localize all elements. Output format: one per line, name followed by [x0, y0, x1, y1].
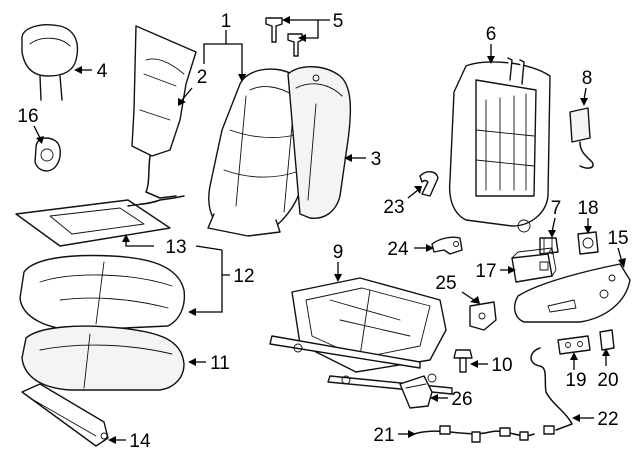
wire-harness-22 — [530, 347, 573, 435]
clip-parts — [265, 17, 303, 57]
callout-14: 14 — [129, 431, 151, 452]
callout-16: 16 — [17, 106, 38, 127]
callout-4: 4 — [97, 61, 108, 82]
round-cover-part — [34, 137, 61, 172]
small-switch-part — [599, 329, 615, 351]
callout-12: 12 — [233, 266, 254, 287]
leader-lines — [33, 16, 626, 444]
cushion-pad-part — [21, 325, 185, 391]
seatback-cover-part — [207, 68, 312, 237]
seatback-pad-part — [131, 25, 197, 199]
callout-13: 13 — [165, 237, 186, 258]
callout-23: 23 — [383, 197, 404, 218]
callout-20: 20 — [597, 370, 618, 391]
hook-bracket-part — [419, 171, 439, 197]
callout-7: 7 — [551, 198, 562, 219]
knob-part — [539, 237, 559, 255]
callout-21: 21 — [373, 425, 394, 446]
callout-10: 10 — [491, 355, 512, 376]
side-trim-part — [21, 383, 109, 447]
callout-11: 11 — [210, 353, 230, 374]
callout-6: 6 — [486, 24, 497, 45]
callout-24: 24 — [387, 239, 409, 260]
callout-8: 8 — [582, 68, 593, 89]
control-module-part — [511, 247, 557, 283]
callout-9: 9 — [333, 242, 344, 263]
bolt-part — [453, 349, 473, 373]
heater-sheet-part — [15, 195, 185, 247]
wire-harness-21 — [413, 425, 535, 443]
callout-5: 5 — [333, 11, 344, 32]
small-bracket-part — [469, 301, 497, 331]
seatback-board-part — [287, 66, 352, 219]
callout-3: 3 — [371, 149, 382, 170]
callout-17: 17 — [475, 261, 496, 282]
seatback-frame-part — [448, 57, 551, 233]
lever-part — [431, 236, 463, 255]
callout-18: 18 — [577, 198, 598, 219]
callout-1: 1 — [221, 11, 232, 32]
switch-knob-part — [577, 231, 599, 255]
headrest-part — [21, 24, 79, 101]
cushion-cover-part — [19, 254, 186, 331]
callout-19: 19 — [565, 370, 586, 391]
callout-labels: 1 2 3 4 5 6 7 8 9 10 11 12 13 14 15 16 1… — [17, 11, 628, 452]
callout-26: 26 — [451, 389, 472, 410]
callout-15: 15 — [607, 228, 628, 249]
side-shield-part — [513, 263, 631, 323]
callout-25: 25 — [435, 273, 456, 294]
cover-piece-part — [399, 375, 433, 409]
switch-part — [557, 335, 591, 355]
callout-2: 2 — [197, 67, 208, 88]
airbag-module-part — [569, 107, 594, 169]
callout-22: 22 — [597, 409, 618, 430]
